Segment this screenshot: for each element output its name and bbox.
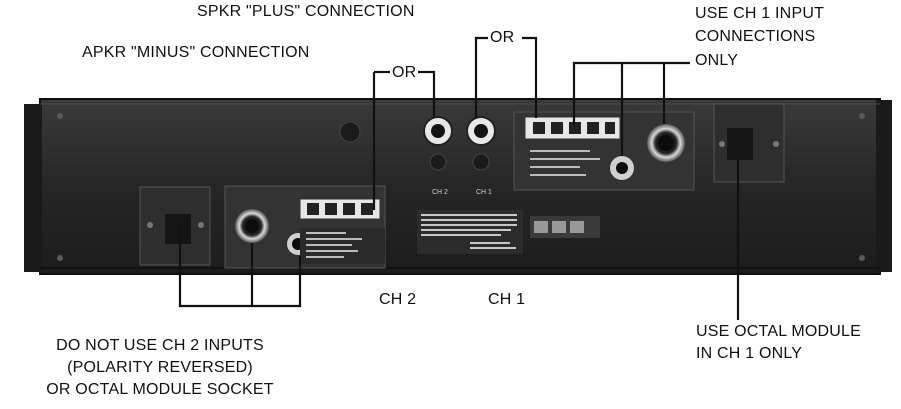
do-not-use-ch2-line3: OR OCTAL MODULE SOCKET	[30, 380, 290, 400]
rack-ear-right	[876, 100, 892, 272]
or-right-label: OR	[490, 28, 514, 48]
use-octal-line1: USE OCTAL MODULE	[696, 322, 861, 342]
ch2-octal-socket	[165, 214, 191, 244]
ch1-section-label: CH 1	[488, 290, 525, 310]
ch2-section-label: CH 2	[379, 290, 416, 310]
use-ch1-inputs-line3: ONLY	[695, 51, 738, 71]
use-ch1-inputs-line2: CONNECTIONS	[695, 27, 815, 47]
ch1-octal-socket	[727, 128, 753, 160]
use-ch1-inputs-line1: USE CH 1 INPUT	[695, 4, 824, 24]
use-octal-line2: IN CH 1 ONLY	[696, 344, 802, 364]
panel-jack-label-ch2: CH 2	[432, 189, 448, 196]
apkr-minus-callout: APKR "MINUS" CONNECTION	[82, 43, 310, 63]
do-not-use-ch2-line1: DO NOT USE CH 2 INPUTS	[30, 336, 290, 356]
panel-jack-label-ch1: CH 1	[476, 189, 492, 196]
rack-ear-left	[24, 104, 42, 272]
spkr-plus-callout: SPKR "PLUS" CONNECTION	[197, 2, 415, 22]
or-left-label: OR	[392, 63, 416, 83]
do-not-use-ch2-line2: (POLARITY REVERSED)	[30, 358, 290, 378]
